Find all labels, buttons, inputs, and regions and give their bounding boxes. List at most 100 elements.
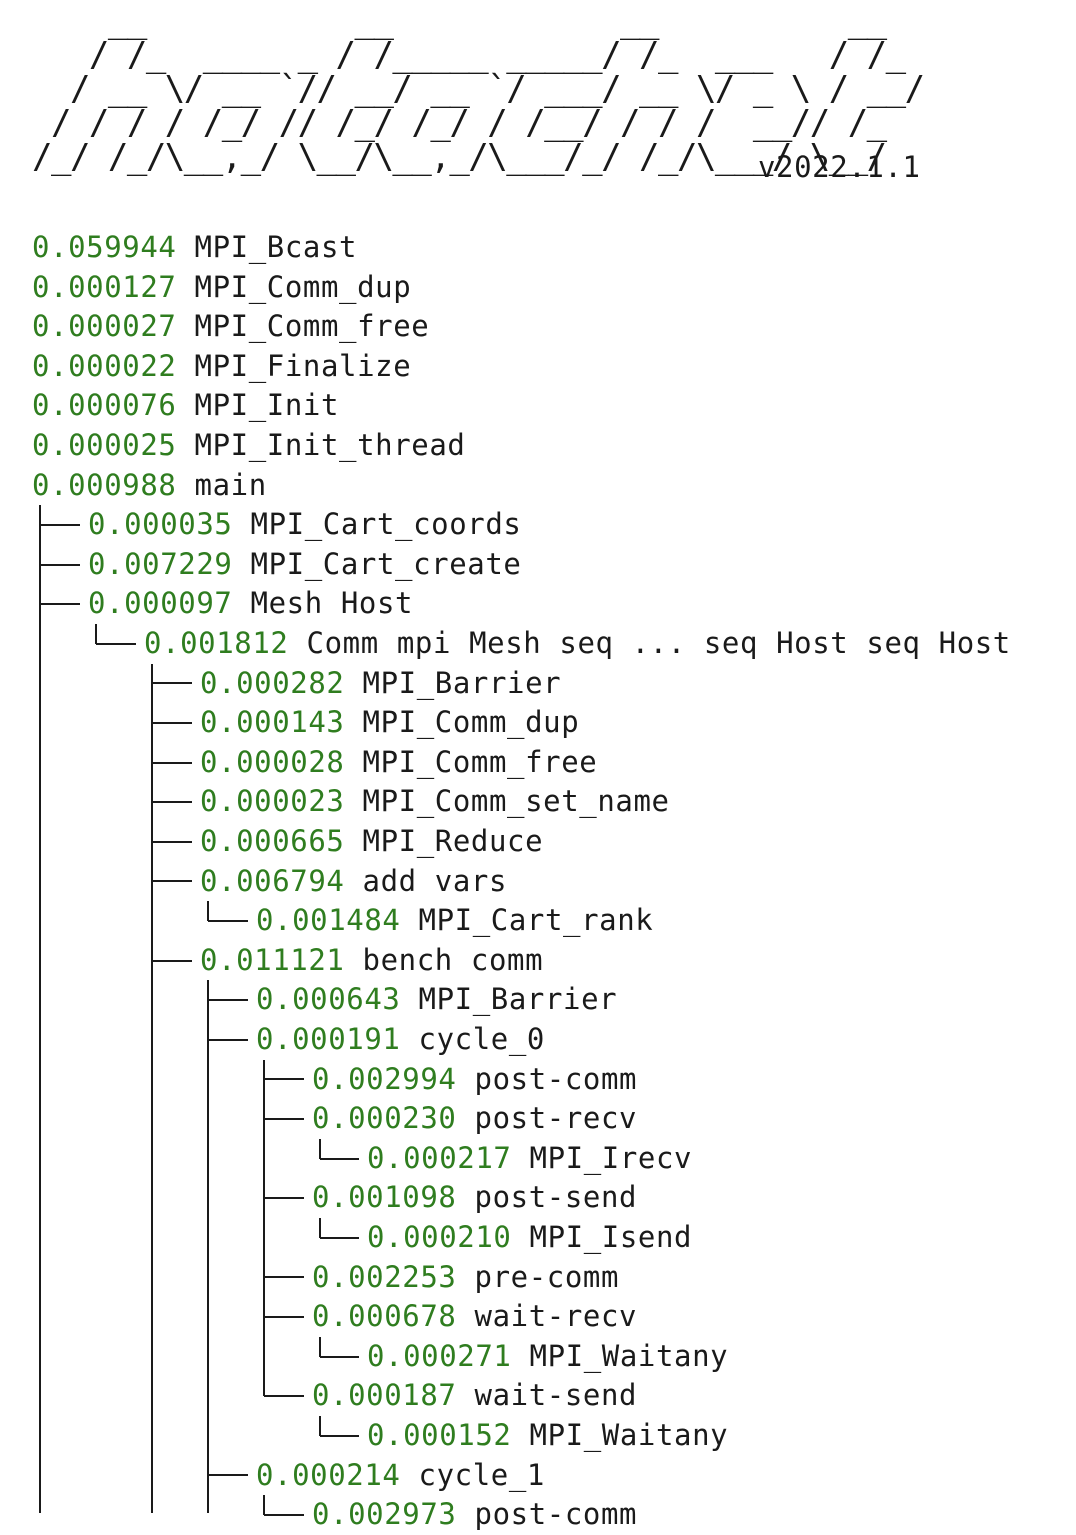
node-name: MPI_Comm_free: [194, 309, 430, 344]
node-time: 0.000027: [32, 309, 177, 344]
node-time: 0.000143: [200, 705, 345, 740]
tree-trunk-line: [319, 1416, 321, 1436]
node-name: MPI_Barrier: [362, 665, 562, 700]
tree-branch-line: [264, 1316, 304, 1318]
tree-branch-line: [208, 1474, 248, 1477]
tree-node: 0.000127 MPI_Comm_dup: [32, 268, 411, 308]
node-name: main: [194, 467, 267, 502]
tree-node: 0.000023 MPI_Comm_set_name: [200, 782, 670, 822]
tree-trunk-line: [39, 505, 41, 1513]
node-time: 0.000025: [32, 428, 177, 462]
tree-branch-line: [208, 1038, 248, 1041]
node-name: Mesh Host: [250, 586, 414, 621]
tree-node: 0.000214 cycle_1: [256, 1456, 545, 1496]
node-time: 0.000643: [256, 982, 401, 1017]
tree-branch-line: [320, 1355, 359, 1358]
node-time: 0.000665: [200, 824, 345, 858]
tree-trunk-line: [151, 663, 153, 1513]
node-name: MPI_Init_thread: [194, 428, 466, 462]
tree-branch-line: [264, 1197, 304, 1200]
tree-branch-line: [264, 1395, 304, 1398]
node-name: post-send: [474, 1180, 638, 1215]
tree-node: 0.000282 MPI_Barrier: [200, 664, 561, 704]
node-name: MPI_Comm_dup: [362, 705, 580, 740]
node-time: 0.002994: [312, 1061, 457, 1096]
tree-branch-line: [264, 1078, 304, 1081]
node-name: pre-comm: [474, 1259, 620, 1294]
node-name: add vars: [362, 863, 508, 898]
tree-node: 0.000665 MPI_Reduce: [200, 822, 543, 862]
node-name: wait-send: [474, 1378, 638, 1413]
node-time: 0.000678: [312, 1299, 457, 1334]
tree-node: 0.002994 post-comm: [312, 1060, 637, 1100]
node-name: MPI_Cart_coords: [250, 507, 522, 542]
tree-node: 0.006794 add vars: [200, 862, 507, 902]
tree-branch-line: [320, 1434, 359, 1437]
node-name: cycle_0: [418, 1022, 545, 1056]
tree-node: 0.000678 wait-recv: [312, 1297, 637, 1337]
tree-node: 0.001484 MPI_Cart_rank: [256, 901, 653, 941]
tree-node: 0.000210 MPI_Isend: [367, 1218, 692, 1258]
node-time: 0.001812: [144, 626, 289, 660]
tree-node: 0.000028 MPI_Comm_free: [200, 743, 597, 783]
node-time: 0.000282: [200, 665, 345, 700]
tree-node: 0.059944 MPI_Bcast: [32, 228, 357, 268]
tree-node: 0.000230 post-recv: [312, 1099, 637, 1139]
tree-trunk-line: [263, 1495, 265, 1515]
tree-node: 0.000152 MPI_Waitany: [367, 1416, 728, 1456]
node-name: MPI_Irecv: [529, 1140, 693, 1175]
node-time: 0.059944: [32, 230, 177, 264]
tree-trunk-line: [95, 624, 97, 644]
node-time: 0.002973: [312, 1497, 457, 1532]
node-name: MPI_Waitany: [529, 1338, 729, 1373]
tree-node: 0.011121 bench comm: [200, 941, 543, 981]
tree-branch-line: [40, 524, 80, 526]
node-time: 0.001098: [312, 1180, 457, 1215]
node-name: MPI_Reduce: [362, 824, 544, 858]
node-name: MPI_Barrier: [418, 982, 618, 1017]
tree-trunk-line: [207, 980, 209, 1513]
tree-branch-line: [152, 880, 192, 883]
node-name: post-recv: [474, 1101, 638, 1136]
node-time: 0.002253: [312, 1259, 457, 1294]
node-time: 0.000097: [88, 586, 233, 621]
node-time: 0.000023: [200, 784, 345, 819]
tree-node: 0.000643 MPI_Barrier: [256, 980, 617, 1020]
node-time: 0.000187: [312, 1378, 457, 1413]
node-time: 0.000210: [367, 1220, 512, 1254]
node-time: 0.006794: [200, 863, 345, 898]
node-name: Comm mpi Mesh seq ... seq Host seq Host: [306, 626, 1011, 660]
node-name: MPI_Comm_free: [362, 744, 598, 779]
node-name: post-comm: [474, 1497, 638, 1532]
node-name: cycle_1: [418, 1457, 545, 1492]
tree-branch-line: [264, 1276, 304, 1279]
tree-branch-line: [152, 840, 192, 843]
tree-trunk-line: [319, 1336, 321, 1357]
node-time: 0.001484: [256, 903, 401, 938]
node-name: post-comm: [474, 1061, 638, 1096]
tree-branch-line: [208, 920, 248, 922]
node-name: MPI_Waitany: [529, 1418, 729, 1452]
tree-branch-line: [40, 563, 80, 566]
tree-node: 0.001812 Comm mpi Mesh seq ... seq Host …: [144, 624, 1011, 664]
tree-branch-line: [152, 761, 192, 764]
tree-node: 0.000271 MPI_Waitany: [367, 1337, 728, 1377]
version-label: v2022.1.1: [758, 150, 921, 184]
tree-branch-line: [320, 1236, 359, 1239]
node-time: 0.011121: [200, 942, 345, 977]
node-time: 0.000028: [200, 744, 345, 779]
tree-node: 0.000988 main: [32, 466, 267, 506]
tree-node: 0.000191 cycle_0: [256, 1020, 545, 1060]
node-name: MPI_Cart_rank: [418, 903, 654, 938]
tree-node: 0.000217 MPI_Irecv: [367, 1139, 692, 1179]
tree-branch-line: [320, 1157, 359, 1160]
node-time: 0.000127: [32, 269, 177, 304]
node-name: bench comm: [362, 942, 544, 977]
tree-branch-line: [96, 642, 136, 645]
tree-branch-line: [152, 722, 192, 724]
tree-node: 0.001098 post-send: [312, 1178, 637, 1218]
tree-trunk-line: [319, 1218, 321, 1238]
node-name: MPI_Isend: [529, 1220, 693, 1254]
tree-trunk-line: [319, 1138, 321, 1159]
node-time: 0.000076: [32, 388, 177, 423]
